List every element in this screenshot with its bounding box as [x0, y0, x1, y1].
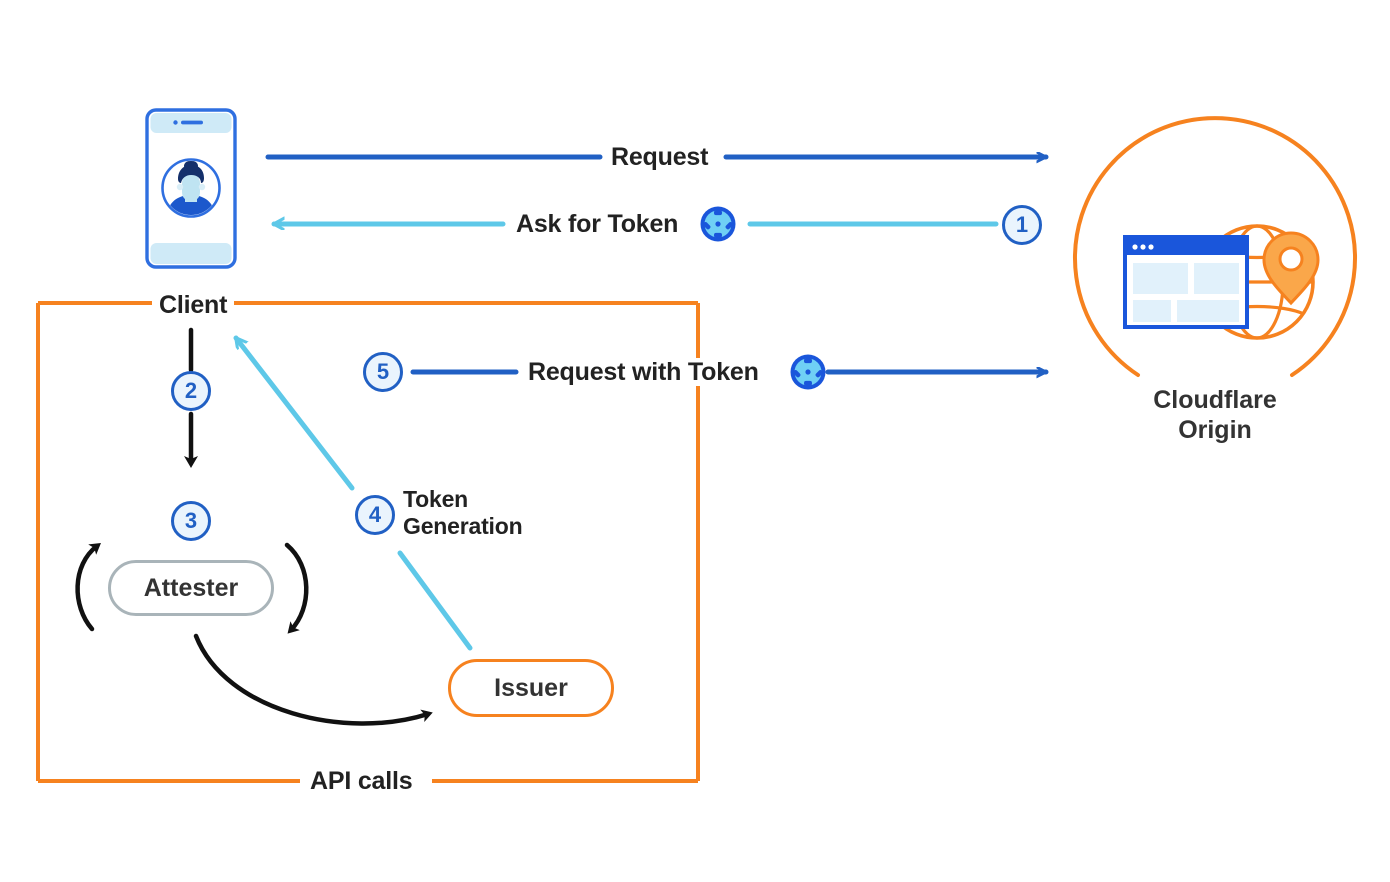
token-badge-icon: [789, 353, 827, 391]
flow-label-token-generation-line2: Generation: [403, 513, 523, 539]
flow-label-token-generation-line1: Token: [403, 486, 469, 512]
user-avatar-icon: [161, 158, 221, 218]
step-circle-5: 5: [363, 352, 403, 392]
location-pin-icon: [1262, 231, 1320, 306]
step-circle-2: 2: [171, 371, 211, 411]
token-badge-icon: [699, 205, 737, 243]
node-issuer[interactable]: Issuer: [448, 659, 614, 717]
browser-window-icon: [1123, 235, 1249, 329]
node-label-client: Client: [152, 291, 235, 319]
step-circle-3: 3: [171, 501, 211, 541]
flow-label-request: Request: [604, 143, 716, 171]
cloudflare-origin-icon: [1073, 116, 1357, 377]
mobile-phone-icon: [145, 108, 237, 269]
node-origin-label-line1: Cloudflare: [1153, 386, 1277, 414]
node-issuer-label: Issuer: [494, 673, 568, 702]
node-attester-label: Attester: [143, 573, 239, 602]
step-circle-4: 4: [355, 495, 395, 535]
flow-label-request-with-token: Request with Token: [521, 358, 766, 386]
node-origin-label-line2: Origin: [1178, 416, 1252, 444]
node-origin-caption: Cloudflare Origin: [1095, 385, 1335, 445]
node-attester[interactable]: Attester: [108, 560, 274, 616]
step-circle-1: 1: [1002, 205, 1042, 245]
flow-attestation-loop-arrows: [75, 542, 433, 726]
boundary-label-api-calls: API calls: [303, 767, 420, 795]
flow-label-ask-for-token: Ask for Token: [509, 210, 686, 238]
flow-token-generation-arrow: [233, 335, 473, 651]
